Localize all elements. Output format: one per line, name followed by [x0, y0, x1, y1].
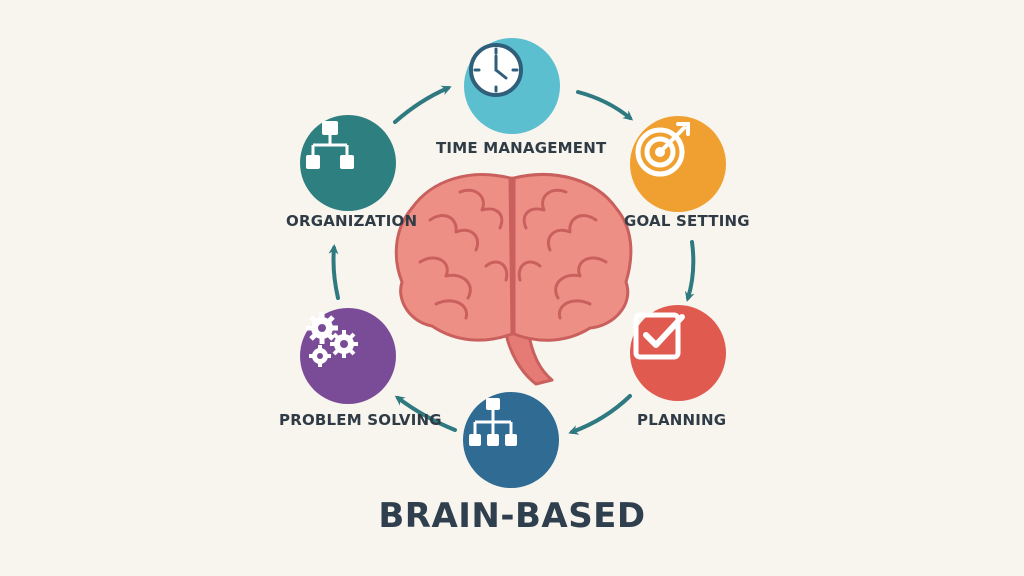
gears-icon [306, 312, 358, 367]
label-planning: PLANNING [637, 411, 727, 429]
node-bottom-hierarchy [463, 392, 559, 488]
arrow-goal-to-planning [684, 240, 696, 302]
node-goal-setting [630, 116, 726, 212]
label-time-management: TIME MANAGEMENT [436, 139, 607, 157]
label-organization: ORGANIZATION [286, 212, 418, 230]
label-goal-setting: GOAL SETTING [624, 212, 750, 230]
arrow-bottom-to-problem [394, 395, 457, 432]
node-problem-solving [300, 308, 396, 404]
arrow-time-to-goal [576, 90, 634, 121]
target-icon [635, 122, 690, 177]
checkbox-icon [633, 312, 685, 360]
arrow-organization-to-time [393, 85, 452, 124]
node-organization [300, 115, 396, 211]
clock-icon [469, 43, 523, 97]
diagram-title: BRAIN-BASED [378, 496, 646, 536]
hierarchy-icon [306, 121, 354, 169]
node-planning [630, 305, 726, 401]
hierarchy-icon [469, 398, 517, 446]
node-time-management [464, 38, 560, 134]
label-problem-solving: PROBLEM SOLVING [279, 411, 442, 429]
arrow-planning-to-bottom [568, 394, 632, 435]
arrow-problem-to-organization [328, 244, 340, 300]
